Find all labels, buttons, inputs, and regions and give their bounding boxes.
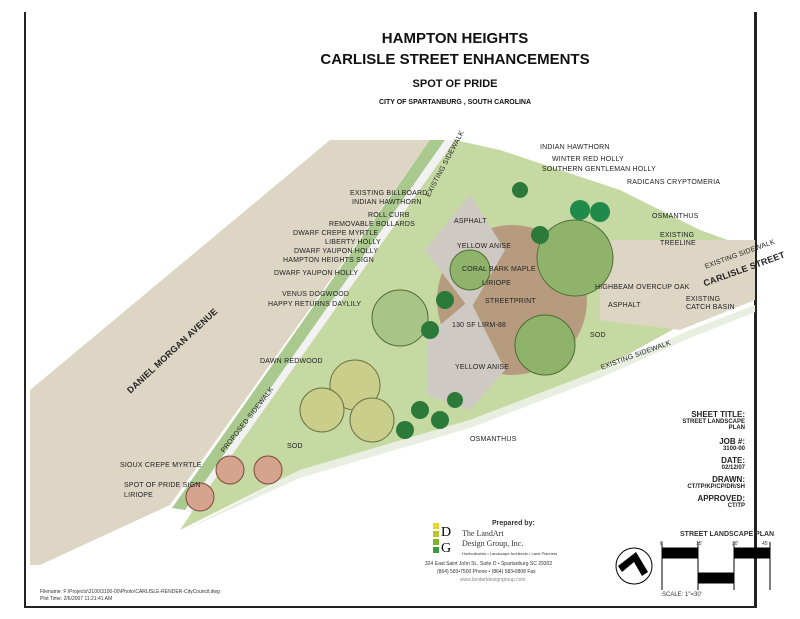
job-value: 3100-00 — [722, 446, 745, 452]
sheet-title-value-1: STREET LANDSCAPE — [682, 419, 745, 425]
label-coral-bark-maple: CORAL BARK MAPLE — [462, 266, 536, 273]
scale-bar-graphic — [661, 542, 771, 590]
label-winter-red-holly: WINTER RED HOLLY — [552, 156, 624, 163]
sheet-title-label: SHEET TITLE: — [691, 410, 745, 419]
label-venus-dogwood: VENUS DOGWOOD — [282, 291, 350, 298]
footer-plot-time: Plot Time: 2/6/2007 11:21:41 AM — [40, 596, 113, 602]
drawn-label: DRAWN: — [712, 475, 745, 484]
label-liberty-holly: LIBERTY HOLLY — [325, 239, 381, 246]
north-arrow-icon — [615, 547, 653, 585]
label-dwarf-yaupon-holly-2: DWARF YAUPON HOLLY — [274, 270, 359, 277]
sidewalk-existing — [185, 140, 455, 515]
road-verge — [172, 140, 445, 510]
label-indian-hawthorn: INDIAN HAWTHORN — [352, 199, 422, 206]
scale-bar-title: STREET LANDSCAPE PLAN — [680, 531, 775, 538]
company-name-1: The LandArt — [462, 529, 504, 538]
label-hampton-heights-sign: HAMPTON HEIGHTS SIGN — [283, 257, 374, 264]
label-dwarf-crepe-myrtle: DWARF CREPE MYRTLE — [293, 230, 379, 237]
job-label: JOB #: — [719, 437, 745, 446]
approved-label: APPROVED: — [697, 494, 745, 503]
label-asphalt-right: ASPHALT — [608, 302, 641, 309]
company-phone: (864) 583•7500 Phone • (864) 583•0808 Fa… — [437, 569, 536, 575]
svg-text:D: D — [441, 525, 451, 540]
label-dawn-redwood: DAWN REDWOOD — [260, 358, 323, 365]
label-radicans-cryptomeria: RADICANS CRYPTOMERIA — [627, 179, 721, 186]
drawn-value: CT/TP/KP/CP/DR/SH — [687, 484, 745, 490]
label-removable-bollards: REMOVABLE BOLLARDS — [329, 221, 415, 228]
asphalt-lower — [428, 300, 505, 410]
label-happy-returns-daylily: HAPPY RETURNS DAYLILY — [268, 301, 362, 308]
label-sod-right: SOD — [590, 332, 606, 339]
label-osmanthus: OSMANTHUS — [470, 436, 517, 443]
title-line-3: SPOT OF PRIDE — [412, 78, 498, 90]
label-yellow-anise: YELLOW ANISE — [457, 243, 512, 250]
sheet-title-value-2: PLAN — [728, 425, 745, 431]
landart-logo: D G — [433, 523, 451, 556]
scale-tick-0: 0 — [660, 541, 663, 547]
company-website: www.landartdesigngroup.com — [460, 577, 526, 583]
company-address: 324 East Saint John St., Suite D • Spart… — [425, 561, 553, 567]
label-highbeam-overcup-oak: HIGHBEAM OVERCUP OAK — [595, 284, 690, 291]
trees — [185, 182, 614, 512]
sidewalk-bottom — [185, 305, 755, 530]
label-liriope: LIRIOPE — [124, 492, 154, 499]
label-osmanthus-right: OSMANTHUS — [652, 213, 699, 220]
carlisle-street — [600, 240, 755, 330]
label-130sf-lirm88: 130 SF LIRM-88 — [452, 322, 507, 329]
scale-text: SCALE: 1"=30' — [662, 592, 702, 598]
sheet-title-block: SHEET TITLE: STREET LANDSCAPE PLAN JOB #… — [682, 410, 745, 509]
label-sod: SOD — [287, 443, 303, 450]
label-liriope-inner: LIRIOPE — [482, 280, 512, 287]
label-yellow-anise-2: YELLOW ANISE — [455, 364, 510, 371]
label-existing-treeline: EXISTING TREELINE — [660, 232, 696, 247]
company-name-2: Design Group, Inc. — [462, 539, 524, 548]
label-dwarf-yaupon-holly: DWARF YAUPON HOLLY — [294, 248, 379, 255]
label-existing-catch-basin: EXISTING CATCH BASIN — [686, 296, 735, 311]
label-asphalt: ASPHALT — [454, 218, 487, 225]
footer-filename: Filename: F:\Projects\3100\3100-00\Photo… — [40, 589, 220, 595]
label-roll-curb: ROLL CURB — [368, 212, 410, 219]
subtitle: CITY OF SPARTANBURG , SOUTH CAROLINA — [378, 99, 532, 106]
title-line-1: HAMPTON HEIGHTS — [381, 30, 529, 47]
label-existing-billboard: EXISTING BILLBOARD — [350, 190, 428, 197]
label-spot-of-pride-sign: SPOT OF PRIDE SIGN — [124, 482, 201, 489]
date-value: 02/12/07 — [721, 465, 745, 471]
sheet-border — [24, 12, 757, 608]
prepared-by-label: Prepared by: — [492, 520, 535, 527]
company-services: Horticulturists • Landscape Architects •… — [462, 551, 558, 556]
scale-tick-15: 15' — [696, 541, 703, 547]
svg-text:G: G — [441, 541, 451, 556]
scale-tick-30: 30' — [732, 541, 739, 547]
approved-value: CT/TP — [727, 503, 745, 509]
label-indian-hawthorn-right: INDIAN HAWTHORN — [540, 144, 610, 151]
title-line-2: CARLISLE STREET ENHANCEMENTS — [320, 51, 590, 68]
daniel-morgan-road — [30, 140, 430, 565]
scale-tick-45: 45' — [762, 541, 769, 547]
label-southern-gentleman-holly: SOUTHERN GENTLEMAN HOLLY — [542, 166, 656, 173]
date-label: DATE: — [721, 456, 745, 465]
label-streetprint: STREETPRINT — [485, 298, 536, 305]
label-sioux-crepe-myrtle: SIOUX CREPE MYRTLE — [120, 462, 202, 469]
